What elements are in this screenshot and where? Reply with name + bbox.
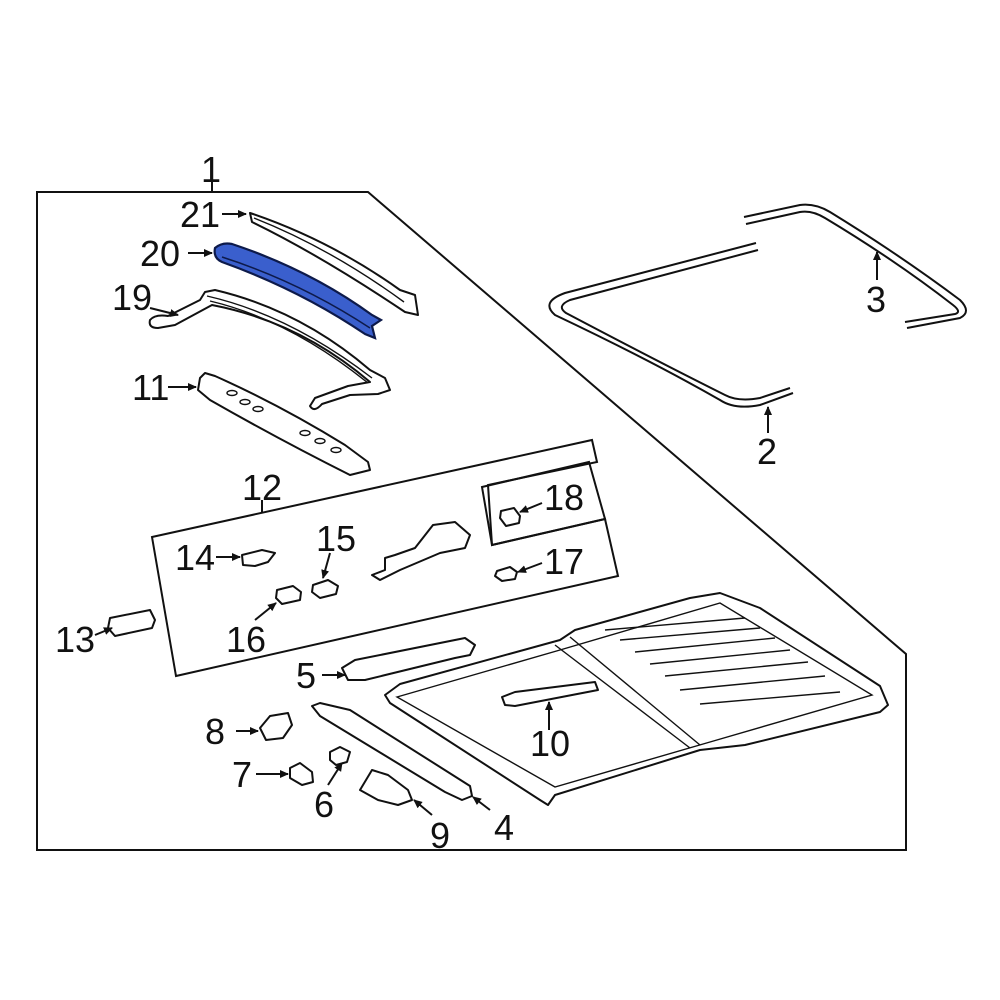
part-21-rail[interactable]: [249, 212, 419, 316]
callout-20[interactable]: 20: [140, 233, 180, 274]
part-8-clip[interactable]: [259, 712, 293, 741]
callout-3[interactable]: 3: [866, 279, 886, 320]
assembly-boundary: [36, 191, 907, 851]
callout-7[interactable]: 7: [232, 754, 252, 795]
part-6-plug[interactable]: [329, 746, 351, 766]
callout-18[interactable]: 18: [544, 477, 584, 518]
part-14-clip[interactable]: [241, 549, 276, 567]
part-2-weatherstrip[interactable]: [548, 242, 794, 408]
callout-10[interactable]: 10: [530, 723, 570, 764]
part-4-rail[interactable]: [311, 702, 473, 801]
callout-8[interactable]: 8: [205, 711, 225, 752]
part-9-bracket[interactable]: [359, 769, 413, 806]
callout-arrows: [94, 210, 881, 816]
part-19-frame[interactable]: [148, 289, 391, 410]
callout-4[interactable]: 4: [494, 807, 514, 848]
part-3-weatherstrip[interactable]: [743, 203, 967, 329]
part-11-bracket[interactable]: [197, 372, 371, 476]
callout-21[interactable]: 21: [180, 194, 220, 235]
part-10-bracket: [501, 681, 599, 707]
part-16-cap[interactable]: [275, 585, 302, 605]
sunroof-frame[interactable]: [384, 592, 889, 806]
callout-15[interactable]: 15: [316, 518, 356, 559]
part-5-arm[interactable]: [341, 637, 476, 681]
callout-2[interactable]: 2: [757, 431, 777, 472]
callout-6[interactable]: 6: [314, 784, 334, 825]
callout-labels: 1 2 3 4 5 6 7 8 9 10 11 12 13 14 15 16 1…: [55, 149, 886, 856]
part-20-seal-highlighted[interactable]: [213, 242, 384, 340]
subassembly-box-18: [480, 460, 607, 547]
part-18-block[interactable]: [499, 507, 521, 527]
callout-17[interactable]: 17: [544, 541, 584, 582]
part-13-guide[interactable]: [107, 609, 156, 637]
callout-1[interactable]: 1: [201, 149, 221, 190]
callout-11[interactable]: 11: [132, 367, 169, 408]
callout-13[interactable]: 13: [55, 619, 95, 660]
callout-12[interactable]: 12: [242, 467, 282, 508]
callout-16[interactable]: 16: [226, 619, 266, 660]
part-15-cap[interactable]: [311, 579, 339, 599]
callout-14[interactable]: 14: [175, 537, 215, 578]
callout-5[interactable]: 5: [296, 655, 316, 696]
link-bracket: [371, 521, 471, 581]
part-17-block[interactable]: [494, 566, 518, 582]
callout-9[interactable]: 9: [430, 815, 450, 856]
callout-19[interactable]: 19: [112, 277, 152, 318]
part-7-grommet[interactable]: [289, 762, 314, 786]
